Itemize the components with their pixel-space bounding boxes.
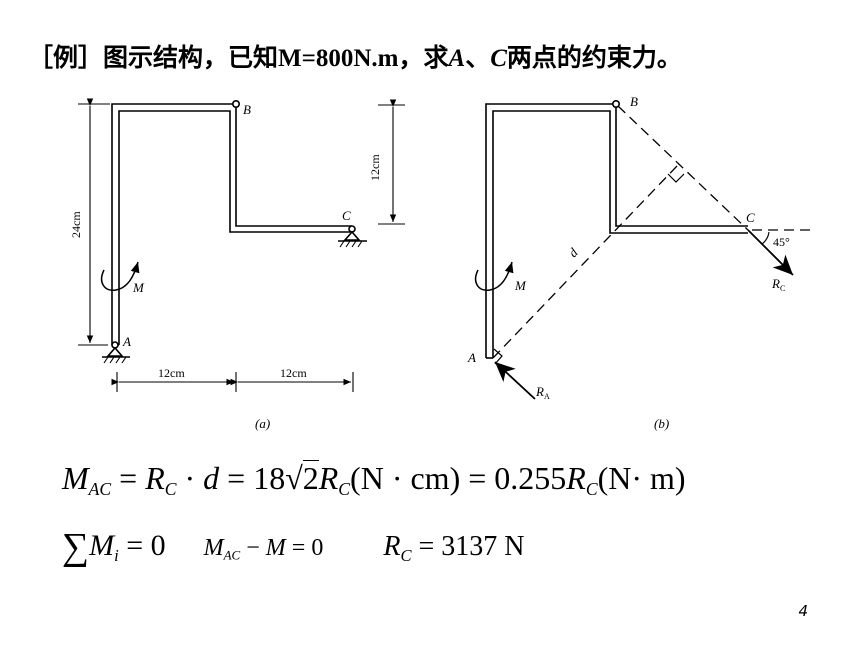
eq2-rc: R	[383, 531, 401, 562]
fig-a-dim-right: 12cm	[368, 154, 382, 181]
eq2-rc-sub: C	[400, 545, 412, 565]
fig-b-label-d: d	[565, 245, 581, 260]
eq2-m2: M	[265, 535, 286, 561]
eq2-mac-sub: AC	[223, 547, 241, 563]
fig-a-dim-bottom-right: 12cm	[280, 366, 307, 380]
fig-a-label-b: B	[243, 102, 251, 117]
title-point-c: C	[490, 45, 507, 72]
eq1-m: M	[62, 460, 89, 496]
eq1-d: d	[203, 460, 220, 496]
fig-b-label-a: A	[467, 350, 476, 365]
moment-arrow-a	[100, 261, 140, 291]
eq2-m-sub: i	[114, 545, 119, 565]
eq2-mac: M	[203, 535, 224, 561]
eq1-sqrt-value: 2	[302, 460, 319, 496]
eq1-r2: R	[318, 460, 339, 496]
fig-b-label-b: B	[630, 94, 638, 109]
fig-b-label-m: M	[514, 278, 527, 293]
given-moment: M=800N.m	[278, 45, 399, 72]
fig-b-label-rc: RC	[771, 276, 785, 293]
figure-b	[474, 100, 815, 400]
eq1-eq-b: = 18	[219, 460, 286, 496]
fig-a-label-a: A	[122, 334, 131, 349]
eq1-m-sub: AC	[88, 479, 112, 500]
hinge-b-a	[232, 100, 241, 109]
line-d	[492, 165, 678, 359]
line-bc	[617, 105, 749, 231]
eq2-eq: = 0	[118, 529, 166, 562]
eq2-m: M	[89, 529, 115, 562]
frame-b-outer	[485, 103, 748, 358]
eq2-eq2: = 0	[285, 535, 324, 561]
eq2-rc-value: = 3137 N	[411, 531, 525, 562]
force-rc-arrow	[747, 229, 794, 276]
eq1-r-sub: C	[164, 479, 177, 500]
fig-b-label-c: C	[746, 210, 755, 225]
eq1-unit2: (N· m)	[597, 460, 686, 496]
dim-12cm-right	[378, 99, 405, 225]
dim-bottom	[111, 372, 354, 392]
eq1-unit1: (N · cm) = 0.255	[350, 460, 567, 496]
frame-b-inner	[492, 110, 748, 358]
eq1-sqrt-sign: √	[285, 460, 303, 496]
title-text-3: 两点的约束力。	[506, 43, 682, 72]
moment-arrow-b	[474, 261, 514, 291]
page-number: 4	[798, 602, 808, 620]
eq1-r: R	[145, 460, 165, 496]
equation-moment-ac: MAC = RC · d = 18√2RC(N · cm) = 0.255RC(…	[62, 460, 686, 500]
eq1-eq-a: =	[111, 460, 146, 496]
support-c	[338, 225, 367, 248]
fig-a-label-m: M	[132, 280, 145, 295]
fig-a-dim-bottom-left: 12cm	[158, 366, 185, 380]
eq1-dot: ·	[176, 460, 204, 496]
frame-a-outer	[111, 103, 352, 345]
eq1-r3-sub: C	[585, 479, 598, 500]
problem-title: ［例］图示结构，已知M=800N.m，求A、C两点的约束力。	[28, 38, 682, 74]
figure-a	[78, 98, 405, 392]
title-text-2: ，求	[398, 43, 449, 72]
fig-a-label-c: C	[342, 208, 351, 223]
fig-b-caption: (b)	[654, 416, 669, 431]
eq1-r2-sub: C	[338, 479, 351, 500]
eq2-sum-sign: ∑	[62, 526, 90, 568]
force-ra-arrow	[494, 361, 536, 400]
support-a	[102, 341, 130, 364]
fig-a-dim-height: 24cm	[69, 211, 83, 238]
frame-a-inner	[118, 110, 352, 345]
title-point-a: A	[448, 45, 466, 72]
title-sep: 、	[465, 43, 491, 72]
hinge-b-b	[611, 100, 620, 109]
example-bracket: ［例］	[28, 43, 104, 72]
eq1-r3: R	[566, 460, 586, 496]
fig-b-angle: 45°	[773, 235, 790, 249]
dim-24cm	[78, 98, 110, 346]
eq2-minus: −	[240, 535, 266, 561]
title-text-1: 图示结构，已知	[103, 43, 279, 72]
fig-b-label-ra: RA	[535, 384, 550, 401]
fig-a-caption: (a)	[255, 416, 270, 431]
